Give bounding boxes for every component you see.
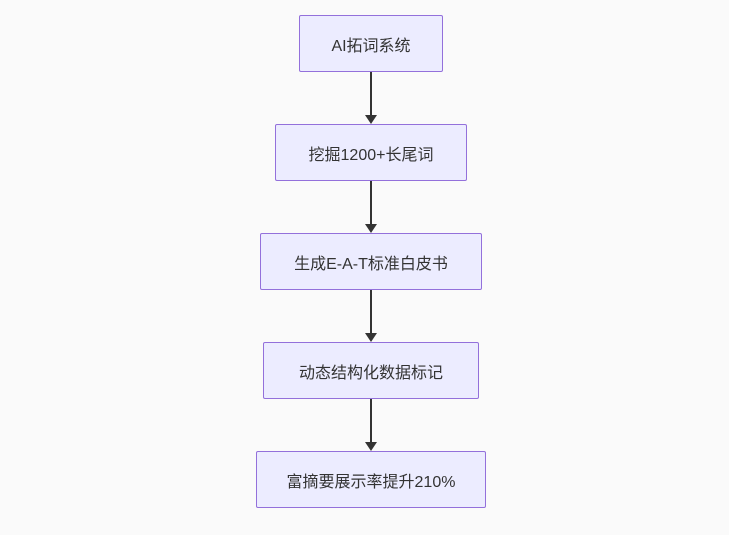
flowchart: AI拓词系统 挖掘1200+长尾词 生成E-A-T标准白皮书 动态结构化数据标记…: [256, 15, 486, 508]
node-label: 挖掘1200+长尾词: [308, 146, 434, 164]
arrow-line: [370, 181, 372, 225]
flowchart-node-step-3: 生成E-A-T标准白皮书: [260, 233, 482, 290]
flowchart-node-step-4: 动态结构化数据标记: [263, 342, 479, 399]
node-label: 富摘要展示率提升210%: [286, 473, 456, 491]
flowchart-node-step-1: AI拓词系统: [299, 15, 443, 72]
flowchart-node-step-2: 挖掘1200+长尾词: [275, 124, 467, 181]
arrow-connector-4: [365, 399, 377, 451]
arrow-connector-2: [365, 181, 377, 233]
arrowhead-down-icon: [365, 224, 377, 233]
node-label: 动态结构化数据标记: [298, 364, 443, 382]
arrow-line: [370, 399, 372, 443]
arrow-connector-3: [365, 290, 377, 342]
node-label: AI拓词系统: [331, 37, 411, 55]
arrow-connector-1: [365, 72, 377, 124]
arrow-line: [370, 290, 372, 334]
arrowhead-down-icon: [365, 115, 377, 124]
arrow-line: [370, 72, 372, 116]
arrowhead-down-icon: [365, 333, 377, 342]
node-label: 生成E-A-T标准白皮书: [294, 255, 448, 273]
flowchart-node-step-5: 富摘要展示率提升210%: [256, 451, 486, 508]
arrowhead-down-icon: [365, 442, 377, 451]
